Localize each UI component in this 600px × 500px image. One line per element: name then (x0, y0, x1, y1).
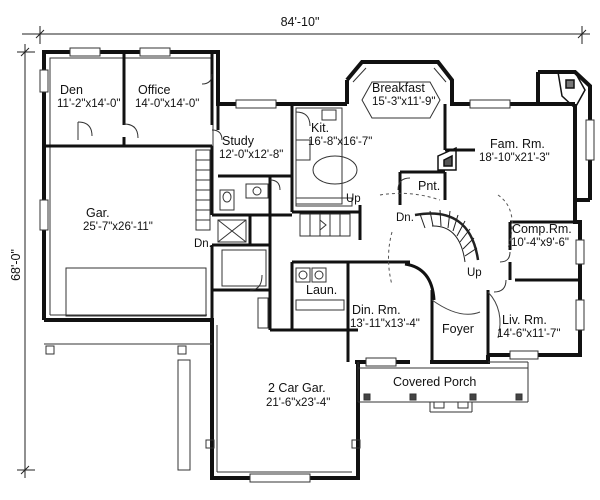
stair-dn-hall-label: Dn. (396, 212, 414, 224)
curved-staircase (414, 209, 480, 263)
exterior-walls (42, 50, 592, 480)
office-label: Office (138, 83, 170, 97)
overall-depth-dimension (17, 44, 35, 478)
fireplace-icon (557, 71, 586, 110)
foyer-arc (431, 299, 481, 315)
garage-stairs (195, 149, 211, 231)
interior-walls (44, 52, 580, 362)
foyer-label: Foyer (442, 322, 474, 336)
two-car-garage-dimension: 21'-6"x23'-4" (266, 397, 330, 409)
overall-width-label: 84'-10" (281, 15, 320, 29)
living-room-dimension: 14'-6"x11'-7" (497, 328, 561, 340)
study-label: Study (222, 134, 255, 148)
dining-room-label: Din. Rm. (352, 303, 401, 317)
breakfast-bay (352, 67, 447, 119)
computer-room-label: Comp.Rm. (512, 222, 572, 236)
office-dimension: 14'-0"x14'-0" (135, 98, 199, 110)
breakfast-label: Breakfast (372, 81, 425, 95)
kitchen-stairs (299, 213, 351, 237)
study-dimension: 12'-0"x12'-8" (219, 149, 283, 161)
breakfast-dimension: 15'-3"x11'-9" (372, 96, 436, 108)
garage-dimension: 25'-7"x26'-11" (83, 221, 153, 233)
overall-width-dimension (22, 26, 590, 44)
two-car-garage-label: 2 Car Gar. (268, 381, 326, 395)
overall-depth-label: 68'-0" (9, 249, 23, 281)
covered-porch (357, 361, 529, 413)
dining-room-dimension: 13'-11"x13'-4" (350, 318, 420, 330)
laundry-label: Laun. (306, 283, 337, 297)
circulation-arcs (379, 192, 513, 286)
garage-label: Gar. (86, 206, 110, 220)
corner-fireplace-icon (437, 146, 457, 171)
stair-up-foyer-label: Up (467, 267, 482, 279)
family-room-dimension: 18'-10"x21'-3" (479, 152, 550, 164)
den-dimension: 11'-2"x14'-0" (57, 98, 121, 110)
den-label: Den (60, 83, 83, 97)
bath-fixtures (217, 183, 345, 329)
kitchen-label: Kit. (311, 121, 329, 135)
computer-room-dimension: 10'-4"x9'-6" (511, 237, 569, 249)
stair-dn-garage-label: Dn. (194, 238, 212, 250)
dining-arch (404, 262, 436, 301)
living-room-label: Liv. Rm. (502, 313, 547, 327)
family-room-label: Fam. Rm. (490, 137, 545, 151)
garage-openings (44, 267, 361, 471)
covered-porch-label: Covered Porch (393, 375, 476, 389)
kitchen-counters (295, 107, 358, 207)
stair-up-kitchen-label: Up (346, 193, 361, 205)
windows (39, 47, 595, 483)
door-swings (77, 73, 511, 293)
kitchen-dimension: 16'-8"x16'-7" (308, 136, 372, 148)
pantry-label: Pnt. (418, 179, 440, 193)
wall-outlines (49, 57, 352, 473)
